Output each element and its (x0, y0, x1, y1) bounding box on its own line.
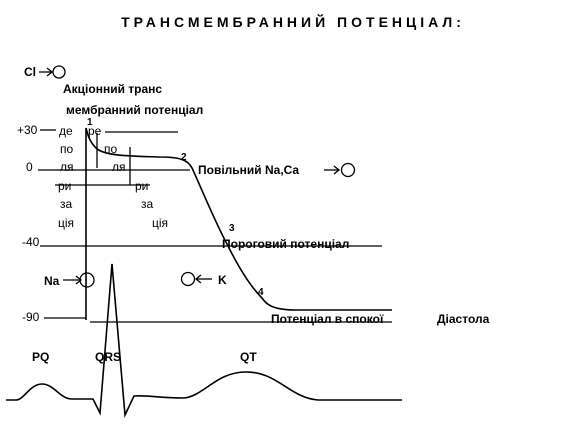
slow-na-ca-channel-icon (340, 162, 356, 178)
ecg-trace (6, 263, 402, 419)
phase-number-4: 4 (258, 287, 264, 298)
action-potential-label-line1: Акціонний транс (63, 82, 162, 96)
repol-col2-ry: ри (135, 179, 148, 193)
k-channel-icon (180, 271, 196, 287)
phase-number-1: 1 (87, 117, 93, 128)
repol-col2-lia: ля (112, 160, 126, 174)
cl-ion-label: Cl (24, 65, 36, 79)
repol-col1-tsia: ція (58, 216, 74, 230)
axis-label-minus90: -90 (22, 310, 40, 324)
threshold-potential-label: Пороговий потенціал (222, 237, 349, 251)
action-potential-curve (85, 127, 392, 311)
cl-channel-icon (52, 65, 66, 79)
repol-col1-po: по (60, 142, 73, 156)
phase-number-2: 2 (181, 152, 187, 163)
rest-potential-label: Потенціал в спокої (271, 312, 384, 326)
na-channel-icon (79, 272, 95, 288)
na-arrow-icon (63, 275, 83, 285)
repol-col2-tsia: ція (152, 216, 168, 230)
axis-label-minus40: -40 (22, 235, 40, 249)
repol-col2-po: по (104, 142, 117, 156)
k-ion-label: K (218, 273, 227, 287)
repol-col1-lia: ля (60, 160, 74, 174)
k-arrow-icon (194, 274, 212, 284)
cl-arrow-icon (39, 67, 54, 77)
slow-na-ca-label: Повільний Na,Ca (198, 163, 299, 177)
depol-fragment-re: ре (88, 124, 102, 138)
repol-col2-za: за (141, 197, 154, 211)
slow-na-ca-arrow-icon (324, 165, 341, 175)
depol-fragment-de: де (59, 124, 73, 138)
ecg-label-qt: QT (240, 350, 257, 364)
repol-col1-za: за (60, 197, 73, 211)
repol-col1-ry: ри (58, 179, 71, 193)
ecg-label-pq: PQ (32, 350, 49, 364)
na-ion-label: Na (44, 274, 60, 288)
phase-number-3: 3 (229, 223, 235, 234)
axis-label-zero: 0 (26, 160, 33, 174)
diastole-label: Діастола (437, 312, 490, 326)
axis-label-plus30: +30 (17, 123, 38, 137)
ecg-label-qrs: QRS (95, 350, 121, 364)
diagram-title: ТРАНСМЕМБРАННИЙ ПОТЕНЦІАЛ: (121, 13, 465, 30)
action-potential-label-line2: мембранний потенціал (66, 103, 203, 117)
